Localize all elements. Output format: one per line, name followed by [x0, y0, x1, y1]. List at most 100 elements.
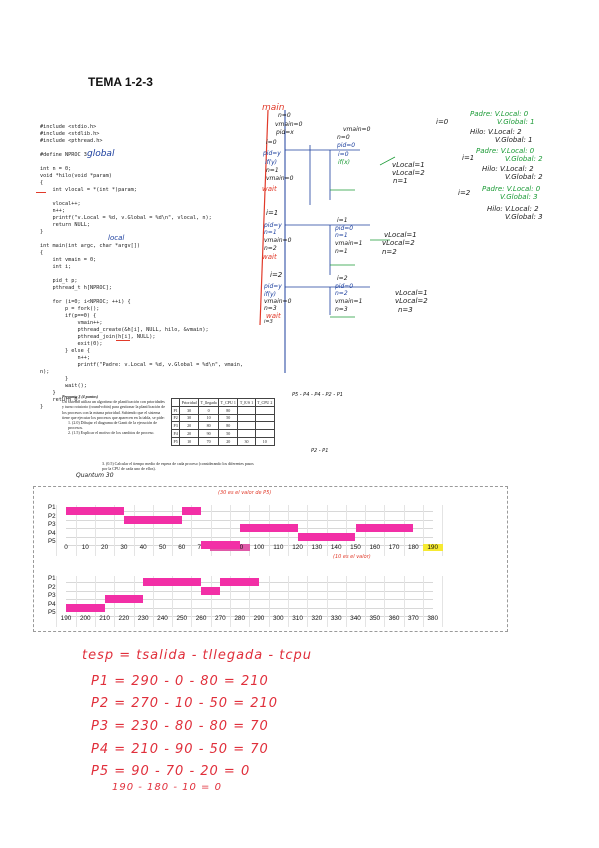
- output-i-label: i=0: [436, 118, 449, 126]
- code-line: }: [40, 376, 69, 382]
- gantt-tick-label: 280: [234, 615, 246, 623]
- gantt-tick-label: 290: [253, 615, 265, 623]
- code-line: wait();: [40, 383, 87, 389]
- gantt-grid-vline: [326, 505, 328, 556]
- gantt-bar: [66, 507, 124, 515]
- gantt-grid-vline: [249, 576, 251, 627]
- gantt-tick-label: 30: [120, 544, 128, 552]
- code-line: for (i=0; i<NPROC; ++i) {: [40, 299, 131, 305]
- diagram-label: i=1: [337, 217, 348, 224]
- code-line: int vlocal = *(int *)param;: [40, 187, 137, 193]
- diagram-label: n=0: [278, 112, 291, 119]
- code-line: pthread_t h[NPROC];: [40, 285, 112, 291]
- gantt-row-label: P4: [48, 600, 56, 608]
- diagram-label: n=0: [337, 134, 350, 141]
- diagram-label: wait: [262, 185, 277, 193]
- code-line: pthread_join(h[i], NULL);: [40, 334, 156, 340]
- code-line: }: [40, 390, 56, 396]
- gantt-tick-label: 120: [292, 544, 303, 552]
- gantt-grid-vline: [114, 505, 116, 556]
- formula-line: P4 = 210 - 90 - 50 = 70: [91, 742, 269, 757]
- diagram-label: vmain=0: [266, 175, 294, 182]
- gantt-tick-label: 200: [79, 615, 91, 623]
- diagram-label: vLocal=2: [382, 239, 415, 247]
- gantt-grid-vline: [365, 576, 367, 627]
- code-line: vlocal++;: [40, 201, 81, 207]
- gantt-row-label: P4: [48, 529, 56, 537]
- diagram-label: vLocal=2: [392, 169, 425, 177]
- diagram-label: i=0: [338, 151, 349, 158]
- gantt-tick-label: 330: [330, 615, 342, 623]
- code-line: void *hilo(void *param): [40, 173, 112, 179]
- gantt-chart-frame: [33, 486, 508, 632]
- gantt-row-label: P5: [48, 538, 56, 546]
- code-line: #include <stdio.h>: [40, 124, 97, 130]
- code-line: n);: [40, 369, 50, 375]
- gantt-tick-label: 140: [330, 544, 342, 552]
- diagram-label: i=2: [337, 275, 348, 282]
- diagram-label: n=1: [335, 232, 348, 239]
- gantt-tick-label: 340: [350, 615, 361, 623]
- code-listing: #include <stdio.h>#include <stdlib.h>#in…: [40, 124, 245, 411]
- gantt-tick-label: 240: [157, 615, 168, 623]
- output-i-label: i=2: [458, 189, 471, 197]
- gantt-grid-vline: [423, 505, 425, 556]
- diagram-label: n=3: [335, 306, 348, 313]
- code-line: exit(0);: [40, 341, 103, 347]
- diagram-label: vmain=1: [335, 240, 363, 247]
- gantt-grid-vline: [152, 576, 154, 627]
- gantt-tick-label: 0: [64, 544, 68, 552]
- diagram-label: i=3: [264, 319, 273, 325]
- diagram-label: n=2: [335, 290, 348, 297]
- gantt-grid-vline: [345, 576, 347, 627]
- output-line: Hilo: V.Local: 2: [482, 165, 534, 173]
- gantt-tick-label: 350: [369, 615, 381, 623]
- diagram-label: i=2: [270, 271, 283, 279]
- gantt-quantum-note: Quantum 30: [76, 472, 114, 479]
- table-cell: 30: [237, 436, 256, 446]
- diagram-label: vLocal=1: [395, 289, 428, 297]
- process-tree-diagram: [259, 109, 396, 373]
- gantt-grid-vline: [345, 505, 347, 556]
- question-item: 2. (1.5) Explicar el motivo de los cambi…: [68, 430, 155, 436]
- gantt-grid-vline: [75, 505, 77, 556]
- gantt-grid-vline: [230, 505, 232, 556]
- page-title: TEMA 1-2-3: [88, 75, 153, 89]
- diagram-label: n=2: [382, 248, 397, 256]
- gantt-grid-vline: [191, 576, 193, 627]
- output-line: Hilo: V.Local: 2: [470, 128, 522, 136]
- gantt-tick-label: 380: [427, 615, 439, 623]
- diagram-label: pid=0: [335, 225, 354, 232]
- question-item: 3. (0.5) Calcular el tiempo medio de esp…: [102, 461, 254, 472]
- process-order-note-2: P2 - P1: [311, 448, 329, 454]
- output-line: V.Global: 1: [495, 136, 533, 144]
- code-line: if(p==0) {: [40, 313, 97, 319]
- gantt-tick-label: 360: [388, 615, 400, 623]
- gantt-bar: [66, 603, 105, 612]
- gantt-tick-label: 190: [60, 615, 72, 623]
- gantt-tick-label: 220: [118, 615, 130, 623]
- diagram-label: wait: [262, 253, 277, 261]
- process-table: Prioridad T_llegada T_CPU 1 T_E/S 1 T_CP…: [170, 398, 275, 446]
- gantt-grid-vline: [287, 576, 289, 627]
- code-line: int main(int argc, char *argv[]): [40, 243, 140, 249]
- code-line: }: [40, 404, 44, 410]
- diagram-label: n=1: [335, 248, 348, 255]
- gantt-tick-label: 40: [139, 544, 147, 552]
- gantt-grid-vline: [191, 505, 193, 556]
- code-line: p = fork();: [40, 306, 100, 312]
- gantt-tick-label: 230: [137, 615, 149, 623]
- code-line: n++;: [40, 208, 65, 214]
- diagram-label: pid=x: [276, 129, 294, 136]
- gantt-bar: [220, 578, 259, 586]
- code-line: n++;: [40, 355, 90, 361]
- gantt-bar: [355, 524, 414, 533]
- gantt-grid-vline: [56, 505, 58, 556]
- diagram-label: pid=y: [263, 150, 281, 157]
- diagram-label: pid=y: [264, 222, 282, 229]
- gantt-tick-label: 250: [176, 615, 188, 623]
- diagram-label: vLocal=1: [392, 161, 425, 169]
- gantt-grid-vline: [403, 576, 405, 627]
- gantt-grid-vline: [94, 576, 96, 627]
